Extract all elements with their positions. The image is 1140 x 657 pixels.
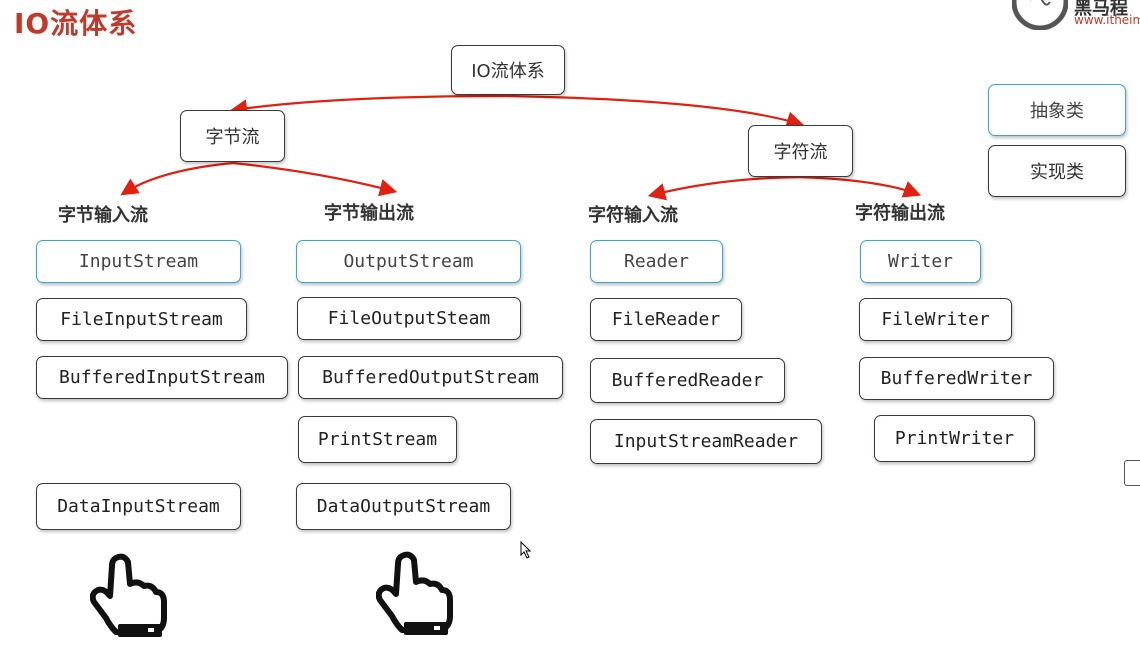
char-output-class: PrintWriter (874, 415, 1035, 462)
logo-url: www.itheim (1074, 13, 1140, 27)
arrow-char-to-input (647, 175, 801, 201)
char-output-class: BufferedWriter (859, 357, 1054, 400)
char-output-class: FileWriter (859, 298, 1012, 341)
legend-concrete: 实现类 (988, 145, 1126, 197)
logo-name: 黑马程 (1074, 0, 1128, 19)
byte-output-class: DataOutputStream (296, 483, 511, 530)
byte-stream-node: 字节流 (180, 110, 285, 162)
char-stream-node: 字符流 (748, 125, 853, 177)
reader-abstract: Reader (590, 240, 723, 283)
byte-input-heading: 字节输入流 (58, 205, 148, 226)
byte-input-class: BufferedInputStream (36, 356, 288, 399)
byte-output-heading: 字节输出流 (324, 203, 414, 224)
byte-input-class: DataInputStream (36, 483, 241, 530)
byte-output-class: BufferedOutputStream (298, 356, 563, 399)
page-title: IO流体系 (14, 7, 138, 40)
char-output-heading: 字符输出流 (855, 203, 945, 224)
byte-input-class: FileInputStream (36, 298, 247, 341)
byte-output-class: FileOutputSteam (297, 297, 521, 340)
legend-abstract: 抽象类 (988, 84, 1126, 136)
byte-output-class: PrintStream (298, 416, 457, 463)
mouse-cursor-icon (520, 541, 532, 559)
arrow-byte-to-output (232, 161, 398, 197)
arrow-byte-to-input (120, 161, 234, 196)
char-input-class: BufferedReader (590, 358, 785, 403)
char-input-class: FileReader (590, 298, 742, 341)
char-input-heading: 字符输入流 (588, 205, 678, 226)
logo-icon (1012, 0, 1068, 30)
arrow-root-to-char (507, 94, 805, 129)
arrow-char-to-output (799, 175, 922, 198)
pointing-hand-icon (376, 551, 453, 635)
root-node: IO流体系 (451, 45, 565, 95)
input-stream-abstract: InputStream (36, 240, 241, 283)
arrow-root-to-byte (229, 94, 509, 117)
side-widget-icon[interactable] (1124, 460, 1140, 486)
output-stream-abstract: OutputStream (296, 240, 521, 283)
char-input-class: InputStreamReader (590, 419, 822, 464)
writer-abstract: Writer (860, 240, 981, 283)
pointing-hand-icon (90, 553, 167, 637)
